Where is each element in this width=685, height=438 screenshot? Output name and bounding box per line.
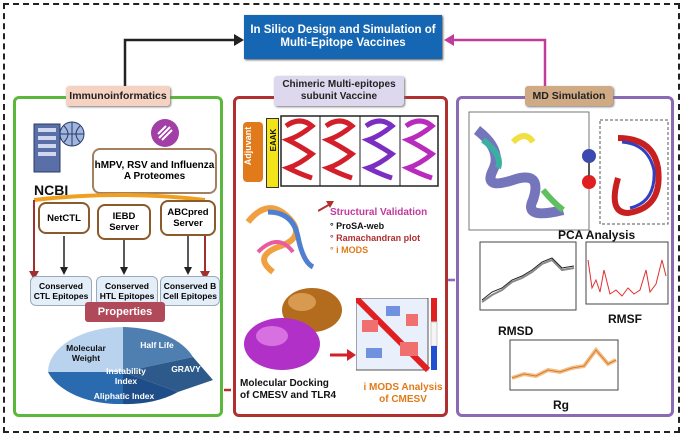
docking-label: Molecular Docking of CMESV and TLR4 [240,378,337,401]
vaccine-header: Chimeric Multi-epitopes subunit Vaccine [274,76,404,106]
iebd-server-tool: IEBD Server [97,204,151,240]
aliphatic-index-label: Aliphatic Index [93,391,155,401]
properties-pie [48,327,213,405]
pca-label: PCA Analysis [558,228,636,242]
b-cell-epitopes: Conserved B Cell Epitopes [160,276,220,306]
imods-covariance-map [356,298,438,373]
immunoinformatics-header: Immunoinformatics [66,86,170,106]
md-header: MD Simulation [525,86,613,106]
ncbi-label: NCBI [34,182,69,198]
adjuvant-block [243,122,263,182]
rmsf-label: RMSF [608,312,642,326]
ctl-epitopes: Conserved CTL Epitopes [30,276,92,306]
validation-item-imods: i MODS [336,245,369,255]
main-title: In Silico Design and Simulation of Multi… [244,15,442,59]
abcpred-server-tool: ABCpred Server [160,200,216,236]
pca-structure-motion [599,119,669,225]
vaccine-3d-structure [245,205,315,275]
motion-indicator [582,149,596,189]
validation-item-ramachandran: Ramachandran plot [336,233,421,243]
rmsd-label: RMSD [498,324,534,338]
eaak-linker [266,118,279,188]
netctl-tool: NetCTL [38,202,90,234]
adjuvant-label: Adjuvant [243,126,253,166]
structural-validation-title: Structural Validation [330,207,428,218]
epitope-helices [280,115,439,187]
gravy-label: GRAVY [171,364,201,374]
htl-epitopes: Conserved HTL Epitopes [96,276,158,306]
validation-arrow [318,201,334,212]
half-life-label: Half Life [140,340,174,350]
pca-projection-plot [468,111,590,231]
rg-plot [509,339,619,391]
properties-label: Properties [85,302,165,322]
outer-frame [3,3,680,433]
rmsd-plot [479,241,577,311]
imods-arrow [330,349,356,361]
server-database-icon [33,121,85,173]
validation-item-prosa: ProSA-web [336,221,385,231]
validation-list: ° ProSA-web ° Ramachandran plot ° i MODS [330,221,421,255]
rmsf-plot [585,241,669,305]
docking-complex [244,288,342,370]
virus-icon [151,119,179,147]
imods-label: i MODS Analysis of CMESV [363,382,443,405]
proteomes-box: hMPV, RSV and Influenza A Proteomes [92,148,217,194]
instability-index-label: Instability Index [106,366,146,386]
rg-label: Rg [553,398,569,412]
molecular-weight-label: Molecular Weight [66,343,106,363]
